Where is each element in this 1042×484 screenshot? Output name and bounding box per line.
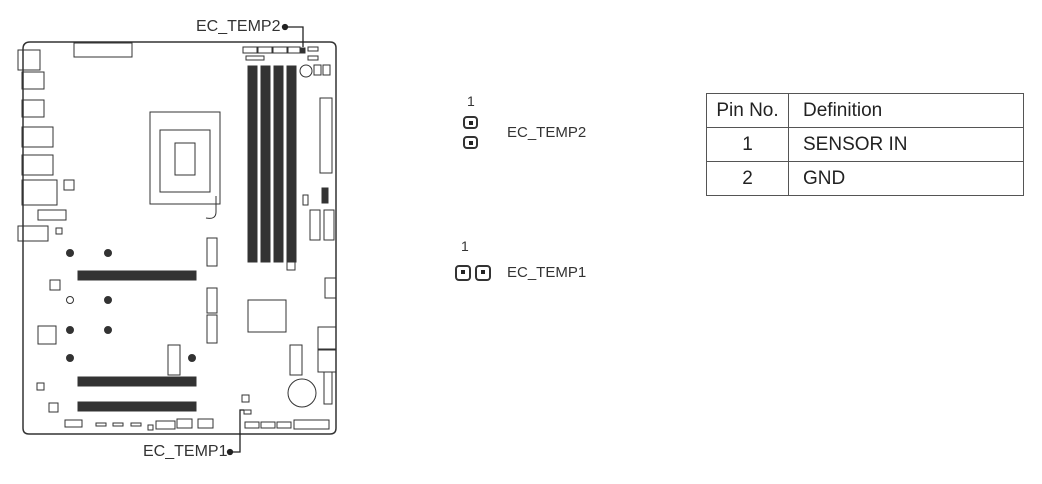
header-pin-no: Pin No. <box>706 93 789 128</box>
table-header-row: Pin No. Definition <box>706 93 1024 128</box>
mounting-holes <box>66 249 196 362</box>
pin-2-icon <box>463 136 478 149</box>
chipset <box>247 299 287 333</box>
pin-definition: GND <box>788 161 1024 196</box>
cpu-socket <box>149 111 221 219</box>
rear-io-ports <box>17 49 67 242</box>
m2-slots <box>167 237 303 376</box>
connector-name: EC_TEMP1 <box>507 264 587 281</box>
atx-power-connector <box>319 97 333 174</box>
pcie-slots <box>77 270 197 412</box>
pin-1-icon <box>455 265 471 281</box>
ec-temp1-header <box>243 409 252 415</box>
pin-1-icon <box>463 116 478 129</box>
board-outline <box>22 41 337 435</box>
ec-temp1-callout-label: EC_TEMP1 <box>143 443 228 460</box>
pin1-label: 1 <box>461 238 469 254</box>
cmos-battery <box>287 378 317 408</box>
misc-components <box>36 179 296 413</box>
header-definition: Definition <box>788 93 1024 128</box>
pin-2-icon <box>475 265 491 281</box>
ec-temp2-header <box>300 47 306 54</box>
ec-temp2-callout-label: EC_TEMP2 <box>196 18 281 35</box>
pin-number: 2 <box>706 161 789 196</box>
pin-definition: SENSOR IN <box>788 127 1024 162</box>
debug-led <box>299 64 313 78</box>
pin-definition-table: Pin No. Definition 1 SENSOR IN 2 GND <box>706 93 1024 196</box>
bottom-headers <box>64 418 330 431</box>
connector-name: EC_TEMP2 <box>507 124 587 141</box>
dimm-slots <box>247 65 297 263</box>
table-row: 1 SENSOR IN <box>706 127 1024 162</box>
callout-lines <box>226 23 304 456</box>
sata-ports <box>317 326 337 373</box>
pin1-label: 1 <box>467 93 475 109</box>
cpu-power-connector <box>73 42 133 58</box>
table-row: 2 GND <box>706 161 1024 196</box>
fan-headers-top <box>242 46 319 61</box>
pin-number: 1 <box>706 127 789 162</box>
